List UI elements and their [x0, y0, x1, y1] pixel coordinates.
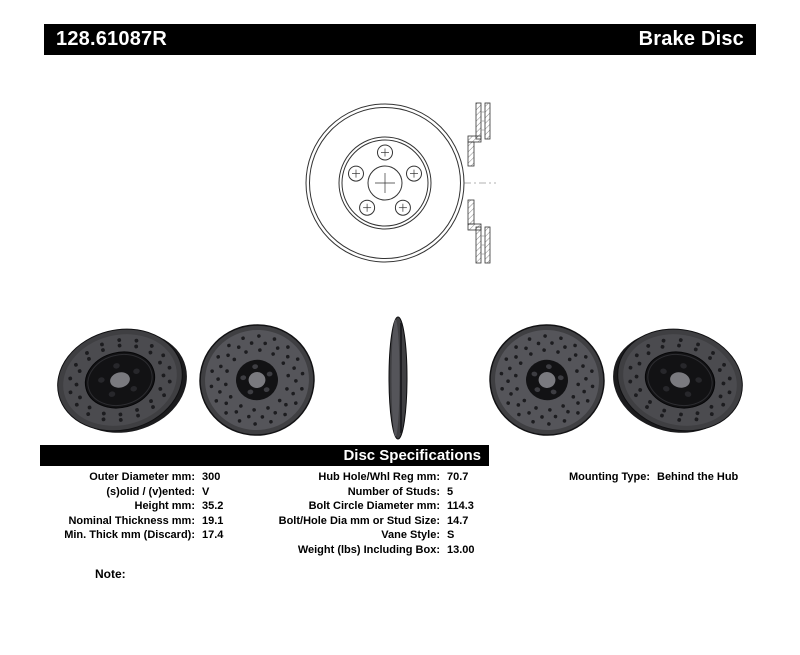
- spec-row: Vane Style: S: [253, 528, 475, 543]
- spec-column-hub: Hub Hole/Whl Reg mm: 70.7 Number of Stud…: [253, 470, 475, 558]
- spec-value: 70.7: [447, 471, 469, 483]
- spec-value: 114.3: [447, 500, 474, 513]
- spec-row: Hub Hole/Whl Reg mm: 70.7: [253, 470, 475, 485]
- spec-row: Mounting Type: Behind the Hub: [518, 470, 738, 485]
- spec-row: Outer Diameter mm: 300: [40, 470, 223, 485]
- spec-value: 5: [447, 485, 454, 498]
- technical-drawing-cross-section: [464, 102, 496, 264]
- spec-value: 300: [202, 471, 221, 483]
- spec-section-header: Disc Specifications: [40, 445, 489, 466]
- product-photo-rotor-angled-left: [57, 328, 187, 433]
- spec-label: Weight (lbs) Including Box:: [297, 543, 440, 556]
- spec-label: Number of Studs:: [347, 485, 440, 498]
- technical-drawing-front-view: [305, 103, 465, 263]
- spec-value: 13.00: [447, 543, 475, 556]
- spec-label: Bolt Circle Diameter mm:: [308, 500, 440, 513]
- spec-value: 35.2: [202, 500, 224, 513]
- spec-row: Weight (lbs) Including Box: 13.00: [253, 543, 475, 558]
- spec-value: 17.4: [202, 529, 224, 542]
- spec-value: 19.1: [202, 514, 224, 527]
- spec-column-mounting: Mounting Type: Behind the Hub: [518, 470, 738, 485]
- product-type-title: Brake Disc: [638, 28, 744, 50]
- spec-label: (s)olid / (v)ented:: [106, 485, 195, 498]
- spec-label: Outer Diameter mm:: [89, 471, 195, 483]
- spec-value: 14.7: [447, 514, 469, 527]
- spec-label: Min. Thick mm (Discard):: [64, 529, 195, 542]
- spec-label: Vane Style:: [381, 529, 440, 542]
- spec-row: (s)olid / (v)ented: V: [40, 485, 223, 500]
- spec-row: Min. Thick mm (Discard): 17.4: [40, 528, 223, 543]
- product-photo-rotor-angled-right: [613, 328, 743, 433]
- header-bar: 128.61087R Brake Disc: [44, 24, 756, 55]
- product-photo-rotor-front: [199, 324, 315, 436]
- spec-row: Height mm: 35.2: [40, 499, 224, 514]
- part-number: 128.61087R: [56, 28, 167, 50]
- spec-row: Bolt/Hole Dia mm or Stud Size: 14.7: [253, 514, 475, 529]
- spec-column-dimensions: Outer Diameter mm: 300 (s)olid / (v)ente…: [40, 470, 223, 543]
- note-label: Note:: [95, 567, 126, 581]
- spec-row: Number of Studs: 5: [253, 485, 475, 500]
- spec-value: V: [202, 485, 210, 498]
- spec-section-title: Disc Specifications: [343, 447, 481, 464]
- product-photo-rotor-edge: [388, 316, 408, 440]
- spec-label: Height mm:: [134, 500, 196, 513]
- spec-label: Mounting Type:: [568, 471, 650, 483]
- spec-value: S: [447, 529, 455, 542]
- spec-label: Bolt/Hole Dia mm or Stud Size:: [278, 514, 440, 527]
- spec-row: Nominal Thickness mm: 19.1: [40, 514, 223, 529]
- spec-value: Behind the Hub: [657, 471, 739, 483]
- product-photo-rotor-front-right: [489, 324, 605, 436]
- spec-label: Hub Hole/Whl Reg mm:: [318, 471, 440, 483]
- spec-label: Nominal Thickness mm:: [68, 514, 195, 527]
- spec-row: Bolt Circle Diameter mm: 114.3: [253, 499, 475, 514]
